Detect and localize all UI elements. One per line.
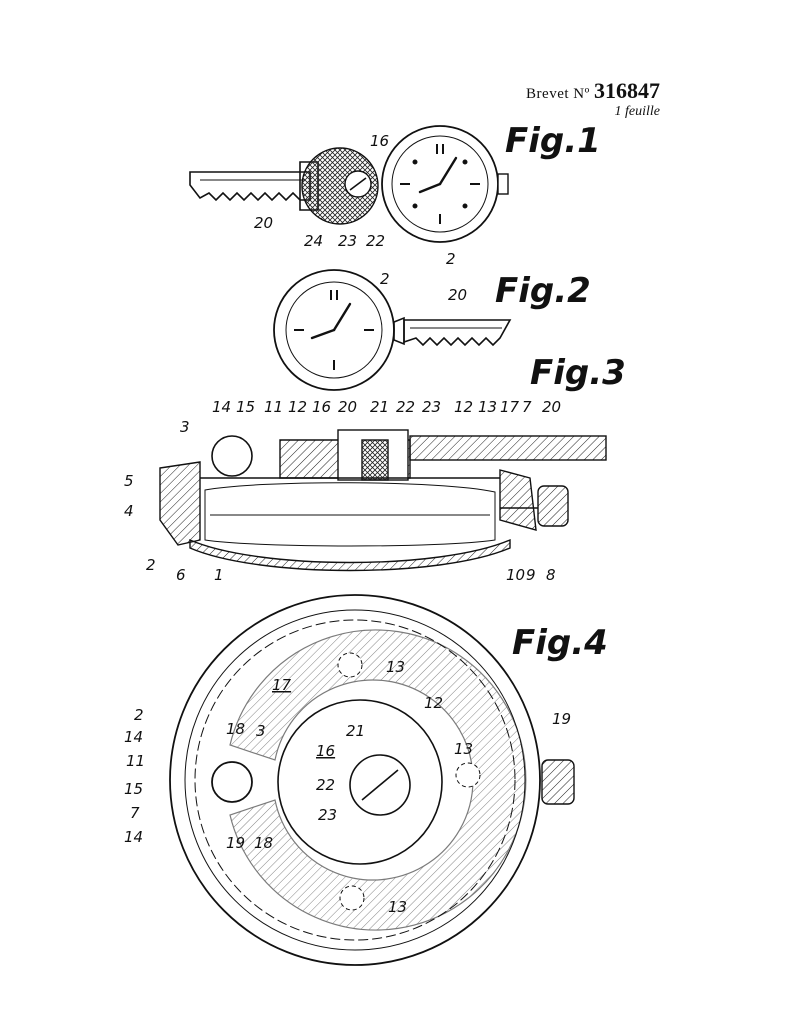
fig3-ref-7: 22 bbox=[396, 398, 415, 416]
fig4-ref-11: 11 bbox=[126, 752, 145, 770]
fig3-ref-3: 12 bbox=[288, 398, 307, 416]
fig3-ref-13: 20 bbox=[542, 398, 561, 416]
fig3-ref-2: 11 bbox=[264, 398, 283, 416]
fig4-ref-16: 14 bbox=[124, 828, 143, 846]
fig1-key-bow bbox=[301, 147, 379, 225]
fig4-hole-bottom bbox=[339, 885, 365, 911]
fig3-crystal bbox=[189, 538, 511, 572]
fig4-crown bbox=[541, 759, 575, 805]
figure-3: Fig.3 14 15 11 12 16 20 bbox=[124, 353, 626, 584]
fig4-label: Fig.4 bbox=[512, 623, 608, 663]
fig2-hands bbox=[310, 302, 352, 340]
fig1-watch-dial bbox=[391, 135, 489, 233]
fig4-ref-1: 17 bbox=[272, 676, 292, 694]
fig3-case-right bbox=[499, 469, 537, 531]
fig3-case-left bbox=[159, 461, 201, 546]
fig2-watch-dial bbox=[285, 281, 383, 379]
fig4-ref-18: 19 bbox=[226, 834, 245, 852]
fig4-ref-5: 18 bbox=[226, 720, 245, 738]
fig1-ref-1: 20 bbox=[254, 214, 273, 232]
fig2-ref-1: 20 bbox=[448, 286, 467, 304]
figure-4: Fig.4 13 17 12 19 2 18 3 14 21 16 13 11 bbox=[124, 594, 608, 966]
fig1-hands bbox=[418, 156, 458, 194]
fig4-ref-3: 19 bbox=[552, 710, 571, 728]
fig3-crown bbox=[537, 485, 569, 527]
fig3-ref-16: 4 bbox=[124, 502, 134, 520]
fig4-ref-2: 12 bbox=[424, 694, 443, 712]
figure-2: Fig.2 2 20 bbox=[273, 269, 591, 391]
fig4-ref-15: 23 bbox=[318, 806, 337, 824]
fig4-ref-6: 3 bbox=[256, 722, 266, 740]
fig1-ref-0: 16 bbox=[370, 132, 389, 150]
fig1-screw-slot bbox=[349, 177, 367, 191]
fig2-label: Fig.2 bbox=[495, 271, 591, 311]
fig3-label: Fig.3 bbox=[530, 353, 626, 393]
fig3-ref-22: 8 bbox=[546, 566, 556, 584]
fig4-plate bbox=[229, 629, 527, 931]
fig1-ref-2: 24 bbox=[304, 232, 323, 250]
fig1-ref-5: 2 bbox=[446, 250, 456, 268]
fig4-ref-4: 2 bbox=[134, 706, 144, 724]
fig2-ref-0: 2 bbox=[380, 270, 390, 288]
figure-1: Fig.1 16 bbox=[189, 121, 601, 268]
fig4-hole-top bbox=[337, 652, 363, 678]
fig3-ref-8: 23 bbox=[422, 398, 441, 416]
number-symbol: Nº bbox=[573, 86, 590, 102]
fig2-key-neck bbox=[393, 316, 405, 346]
fig1-label: Fig.1 bbox=[505, 121, 601, 161]
fig4-ref-7: 14 bbox=[124, 728, 143, 746]
fig4-ref-13: 15 bbox=[124, 780, 143, 798]
fig4-ref-12: 22 bbox=[316, 776, 335, 794]
fig4-ref-19: 13 bbox=[388, 898, 407, 916]
fig4-ref-0: 13 bbox=[386, 658, 405, 676]
fig2-key-blade bbox=[403, 319, 512, 347]
fig4-ball bbox=[211, 761, 253, 803]
fig3-ref-18: 6 bbox=[176, 566, 186, 584]
fig1-ref-4: 22 bbox=[366, 232, 385, 250]
fig4-hole-right bbox=[455, 762, 481, 788]
fig3-key-bar bbox=[409, 435, 607, 461]
fig2-hour-marks bbox=[294, 290, 374, 370]
fig3-ref-6: 21 bbox=[370, 398, 389, 416]
sheet-count: 1 feuille bbox=[614, 104, 661, 119]
fig3-ref-12: 7 bbox=[522, 398, 532, 416]
patent-number-header: Brevet Nº 316847 bbox=[526, 78, 660, 104]
fig3-ref-19: 1 bbox=[214, 566, 224, 584]
fig3-ref-11: 17 bbox=[500, 398, 520, 416]
fig3-ref-0: 14 bbox=[212, 398, 231, 416]
fig4-ref-14: 7 bbox=[130, 804, 140, 822]
fig3-ball bbox=[211, 435, 253, 477]
brevet-label: Brevet bbox=[526, 86, 570, 102]
fig1-ref-3: 23 bbox=[338, 232, 357, 250]
fig3-ref-1: 15 bbox=[236, 398, 255, 416]
fig4-screw-slot bbox=[361, 769, 399, 801]
fig4-ref-10: 13 bbox=[454, 740, 473, 758]
fig3-movement bbox=[204, 482, 496, 547]
fig1-key-blade bbox=[189, 171, 311, 202]
fig3-ref-21: 9 bbox=[526, 566, 536, 584]
fig3-ref-4: 16 bbox=[312, 398, 331, 416]
fig1-hour-marks bbox=[400, 144, 480, 224]
fig4-ref-17: 18 bbox=[254, 834, 273, 852]
fig3-ref-14: 3 bbox=[180, 418, 190, 436]
patent-number: 316847 bbox=[594, 78, 660, 103]
fig3-ref-15: 5 bbox=[124, 472, 134, 490]
fig3-ref-17: 2 bbox=[146, 556, 156, 574]
fig4-ref-8: 21 bbox=[346, 722, 365, 740]
fig3-ref-20: 10 bbox=[506, 566, 525, 584]
fig3-ref-5: 20 bbox=[338, 398, 357, 416]
fig4-ref-9: 16 bbox=[316, 742, 335, 760]
fig3-ref-10: 13 bbox=[478, 398, 497, 416]
fig1-crown bbox=[497, 173, 509, 195]
fig3-ref-9: 12 bbox=[454, 398, 473, 416]
fig3-screw-thread bbox=[361, 439, 389, 481]
